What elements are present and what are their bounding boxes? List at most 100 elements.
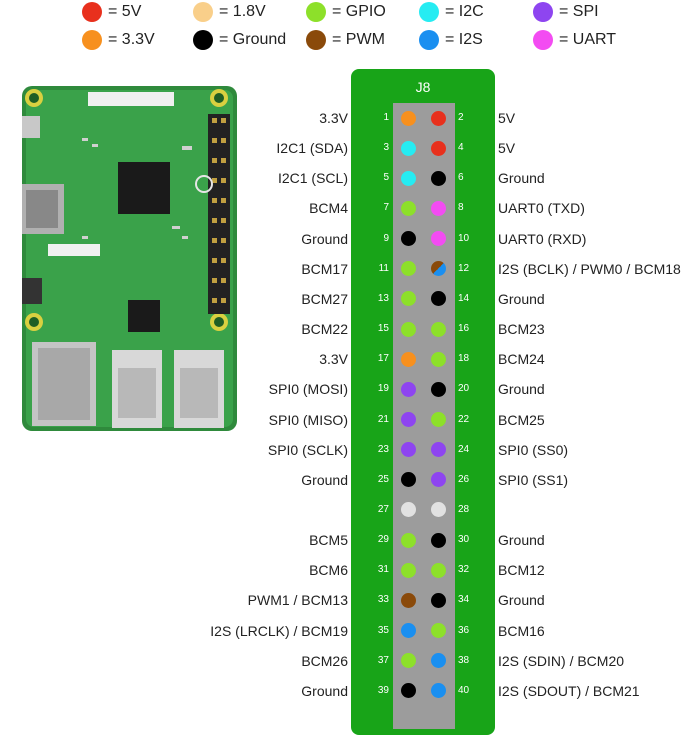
pin-number: 5	[383, 172, 389, 184]
pin-10-label: UART0 (RXD)	[498, 230, 587, 247]
legend-label: = 3.3V	[108, 31, 155, 48]
pin-32-dot	[430, 562, 446, 578]
pin-15-dot	[400, 321, 416, 337]
legend-swatch	[533, 30, 553, 50]
pin-24-label: SPI0 (SS0)	[498, 441, 569, 458]
pin-26-label: SPI0 (SS1)	[498, 471, 569, 488]
pin-10-dot	[430, 231, 446, 247]
pin-number: 20	[458, 383, 470, 395]
pin-number: 27	[377, 503, 389, 515]
pin-number: 4	[458, 142, 464, 154]
pin-34-dot	[430, 592, 446, 608]
pin-3-dot	[400, 140, 416, 156]
legend-swatch	[82, 30, 102, 50]
pin-30-label: Ground	[498, 532, 545, 549]
pin-18-label: BCM24	[498, 351, 545, 368]
pin-36-dot	[430, 623, 446, 639]
pin-number: 36	[458, 624, 470, 636]
pin-33-dot	[400, 592, 416, 608]
pin-1-label: 3.3V	[319, 110, 348, 126]
legend-label: = GPIO	[332, 3, 386, 20]
pin-number: 38	[458, 654, 470, 666]
pin-number: 16	[458, 323, 470, 335]
legend-item: = 3.3V	[82, 30, 155, 50]
header-title: J8	[415, 79, 431, 95]
pin-19-dot	[400, 381, 416, 397]
pin-6-label: Ground	[498, 170, 545, 187]
pin-number: 8	[458, 202, 464, 214]
pin-24-dot	[430, 442, 446, 458]
legend-item: = Ground	[193, 30, 286, 50]
pin-number: 39	[377, 684, 389, 696]
legend-item: = PWM	[306, 30, 385, 50]
pin-16-label: BCM23	[498, 321, 545, 338]
pin-26-dot	[430, 472, 446, 488]
pin-14-label: Ground	[498, 290, 545, 307]
legend-swatch	[306, 2, 326, 22]
pin-8-label: UART0 (TXD)	[498, 200, 585, 217]
pin-4-label: 5V	[498, 140, 516, 157]
pin-7-dot	[400, 200, 416, 216]
legend-item: = 1.8V	[193, 2, 266, 22]
pin-8-dot	[430, 200, 446, 216]
pin-number: 30	[458, 534, 470, 546]
pin-number: 19	[377, 383, 389, 395]
legend-item: = UART	[533, 30, 616, 50]
pin-2-dot	[430, 110, 446, 126]
legend-swatch	[533, 2, 553, 22]
legend-label: = SPI	[559, 3, 599, 20]
pin-14-dot	[430, 291, 446, 307]
legend-swatch	[306, 30, 326, 50]
legend-label: = I2C	[445, 3, 484, 20]
pin-6-dot	[430, 170, 446, 186]
pin-number: 14	[458, 292, 470, 304]
legend-swatch	[193, 30, 213, 50]
pin-37-dot	[400, 653, 416, 669]
pin-28-dot	[430, 502, 446, 518]
pin-number: 25	[377, 473, 389, 485]
pin-31-label: BCM6	[309, 562, 348, 579]
pin-5-dot	[400, 170, 416, 186]
pin-30-dot	[430, 532, 446, 548]
pin-3-label: I2C1 (SDA)	[276, 140, 348, 157]
pin-17-label: 3.3V	[319, 351, 348, 368]
pin-number: 13	[377, 292, 389, 304]
pin-number: 26	[458, 473, 470, 485]
pin-9-label: Ground	[301, 230, 348, 247]
pin-20-label: Ground	[498, 381, 545, 398]
legend-label: = UART	[559, 31, 617, 48]
color-legend: = 5V = 1.8V = GPIO = I2C = SPI = 3.3V = Ground…	[0, 0, 700, 60]
pin-number: 40	[458, 684, 470, 696]
pin-9-dot	[400, 231, 416, 247]
pin-number: 1	[383, 112, 389, 123]
legend-item: = 5V	[82, 2, 141, 22]
pin-number: 34	[458, 594, 470, 606]
pin-12-label: I2S (BCLK) / PWM0 / BCM18	[498, 260, 681, 277]
pin-number: 10	[458, 232, 470, 244]
pin-number: 3	[383, 142, 389, 154]
pin-7-label: BCM4	[309, 200, 348, 217]
pin-number: 9	[383, 232, 389, 244]
pin-23-label: SPI0 (SCLK)	[267, 441, 348, 458]
pin-number: 31	[377, 564, 389, 576]
legend-item: = I2C	[419, 2, 484, 22]
legend-swatch	[419, 30, 439, 50]
legend-swatch	[82, 2, 102, 22]
pin-23-dot	[400, 442, 416, 458]
pin-12-dot	[430, 261, 446, 277]
pin-18-dot	[430, 351, 446, 367]
pin-number: 32	[458, 564, 470, 576]
pin-number: 18	[458, 353, 470, 365]
pin-40-label: I2S (SDOUT) / BCM21	[498, 682, 640, 699]
pin-number: 23	[377, 443, 389, 455]
legend-label: = Ground	[219, 31, 287, 48]
pin-22-dot	[430, 412, 446, 427]
pin-13-label: BCM27	[301, 290, 348, 307]
pin-number: 28	[458, 503, 470, 515]
pin-4-dot	[430, 140, 446, 156]
pin-39-label: Ground	[301, 682, 348, 699]
pin-31-dot	[400, 562, 416, 578]
pin-32-label: BCM12	[498, 562, 545, 579]
legend-label: = 1.8V	[219, 3, 266, 20]
pin-number: 6	[458, 172, 464, 184]
